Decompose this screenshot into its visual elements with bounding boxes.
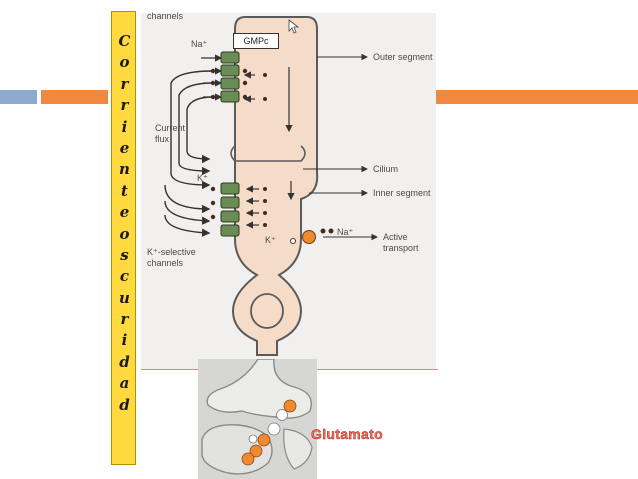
label-active-transport-2: transport (383, 243, 419, 253)
vertical-label-letter: n (119, 160, 130, 179)
vesicles (241, 399, 297, 466)
vertical-label-letter: d (119, 395, 130, 414)
cursor-icon (288, 19, 300, 34)
glutamate-label: Glutamato (311, 426, 383, 442)
decor-bar-blue (0, 90, 37, 104)
label-current-flux-1: Current (155, 123, 186, 133)
nucleus (250, 293, 284, 329)
vertical-label-letter: r (120, 310, 129, 329)
internal-current-arrows (243, 67, 295, 229)
photoreceptor-figure: channels Na⁺ Outer segment Current flux … (141, 11, 436, 369)
vertical-label-letter: o (119, 53, 130, 72)
vertical-label-letter: C (118, 32, 131, 50)
vertical-label-letter: a (119, 374, 130, 393)
label-cilium: Cilium (373, 164, 399, 174)
cilium-connector (230, 145, 306, 162)
label-outer-segment: Outer segment (373, 52, 433, 62)
vertical-label-letter: i (121, 117, 128, 136)
na-influx-arrows (201, 54, 223, 101)
vertical-label-letter: e (119, 203, 130, 222)
vertical-label-letter: e (119, 138, 130, 157)
vertical-label-letter: r (120, 96, 129, 115)
synapse-micrograph-drawing (198, 359, 317, 479)
pointer-lines (303, 53, 379, 241)
label-k-left: K⁺ (197, 173, 208, 183)
label-k-right: K⁺ (265, 235, 276, 245)
rod-cell-outline (231, 16, 319, 356)
vertical-label-letter: u (119, 288, 130, 307)
gmpc-label-box: GMPc (233, 33, 279, 49)
photoreceptor-diagram (164, 16, 379, 356)
synapse-micrograph (198, 359, 317, 479)
current-flux-loops (164, 70, 214, 237)
vertical-label-letter: d (119, 352, 130, 371)
label-current-flux-2: flux (155, 134, 170, 144)
label-k-selective-1: K⁺-selective (147, 247, 196, 257)
vertical-label-letter: c (119, 267, 130, 286)
decor-bar-orange-right (436, 90, 638, 104)
vertical-label-letter: i (121, 331, 128, 350)
label-channels: channels (147, 11, 184, 21)
vertical-label-letter: t (121, 181, 128, 200)
k-channels (220, 182, 240, 237)
active-transport-pump (290, 228, 334, 244)
label-na-top: Na⁺ (191, 39, 208, 49)
na-channels (220, 51, 240, 103)
decor-bar-orange-left (41, 90, 108, 104)
label-active-transport-1: Active (383, 232, 408, 242)
label-na-right: Na⁺ (337, 227, 354, 237)
vertical-label-letter: s (120, 245, 129, 264)
label-k-selective-2: channels (147, 258, 184, 268)
vertical-label-letter: o (119, 224, 130, 243)
label-inner-segment: Inner segment (373, 188, 431, 198)
vertical-label-letter: r (120, 74, 129, 93)
